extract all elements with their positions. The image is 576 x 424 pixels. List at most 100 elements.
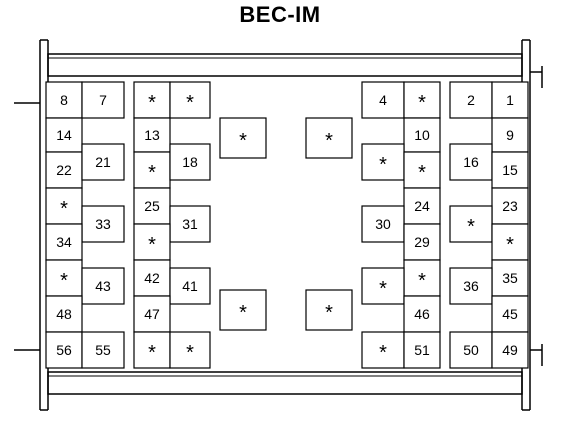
fuse-slot-star-label: * [418,92,426,114]
fuse-slot-16: 16 [449,143,493,181]
fuse-slot-box [133,187,171,225]
fuse-slot-45: 45 [491,295,529,333]
fuse-slot-box [169,331,211,369]
fuse-slot-50: 50 [449,331,493,369]
fuse-slot-box [81,267,125,305]
fuse-slot-9: 9 [491,117,529,153]
fuse-slot-box [305,289,353,331]
fuse-slot-box [133,151,171,189]
fuse-slot-box [403,117,441,153]
fuse-slot-number: 43 [95,278,111,294]
fuse-slot-unused: * [45,187,83,225]
fuse-slot-49: 49 [491,331,529,369]
fuse-slot-unused: * [361,267,405,305]
fuse-slot-box [133,223,171,261]
fuse-slot-star-label: * [148,234,156,256]
fuse-slot-star-label: * [379,154,387,176]
fuse-slot-number: 29 [414,234,430,250]
fuse-slot-25: 25 [133,187,171,225]
fuse-slot-number: 46 [414,306,430,322]
fuse-slot-star-label: * [186,342,194,364]
fuse-slot-number: 30 [375,216,391,232]
fuse-slot-46: 46 [403,295,441,333]
fuse-slot-box [133,331,171,369]
fuse-slot-box [81,331,125,369]
fuse-slot-unused: * [219,289,267,331]
fuse-slot-47: 47 [133,295,171,333]
fuse-slot-box [305,117,353,159]
fuse-slot-22: 22 [45,151,83,189]
fuse-slot-unused: * [403,259,441,297]
fuse-slot-8: 8 [45,81,83,119]
fuse-slot-box [403,331,441,369]
fuse-slot-box [491,295,529,333]
fuse-slot-star-label: * [186,92,194,114]
fuse-slot-2: 2 [449,81,493,119]
fuse-slot-number: 48 [56,306,72,322]
fuse-slot-box [449,267,493,305]
fuse-slot-number: 15 [502,162,518,178]
fuse-slot-51: 51 [403,331,441,369]
fuse-slot-number: 45 [502,306,518,322]
fuse-slot-box [45,117,83,153]
fuse-slot-star-label: * [60,198,68,220]
fuse-slot-43: 43 [81,267,125,305]
fuse-slot-unused: * [219,117,267,159]
fuse-slot-10: 10 [403,117,441,153]
fuse-slot-number: 10 [414,127,430,143]
fuse-slot-4: 4 [361,81,405,119]
fuse-slot-box [491,331,529,369]
fuse-slot-33: 33 [81,205,125,243]
fuse-slot-29: 29 [403,223,441,261]
fuse-slot-number: 8 [60,92,68,108]
fuse-slot-unused: * [133,331,171,369]
fuse-slot-box [219,117,267,159]
fuse-slot-number: 22 [56,162,72,178]
fuse-slot-box [449,205,493,243]
fuse-slot-24: 24 [403,187,441,225]
fuse-slot-number: 55 [95,342,111,358]
fuse-slot-unused: * [305,289,353,331]
fuse-slot-box [491,259,529,297]
fuse-slot-box [449,81,493,119]
fuse-slot-21: 21 [81,143,125,181]
fuse-slot-number: 18 [182,154,198,170]
fuse-slot-30: 30 [361,205,405,243]
fuse-slot-number: 56 [56,342,72,358]
fuse-slot-star-label: * [379,278,387,300]
fuse-slot-box [403,259,441,297]
fuse-slot-unused: * [305,117,353,159]
fuse-slot-unused: * [45,259,83,297]
fuse-slot-star-label: * [60,270,68,292]
fuse-slot-star-label: * [239,130,247,152]
fuse-slot-number: 51 [414,342,430,358]
fuse-slot-35: 35 [491,259,529,297]
fuse-slot-box [361,267,405,305]
fuse-slot-star-label: * [506,234,514,256]
fuse-slot-star-label: * [148,162,156,184]
fuse-slot-number: 41 [182,278,198,294]
fuse-slot-number: 31 [182,216,198,232]
fuse-slot-number: 4 [379,92,387,108]
fuse-slot-box [133,81,171,119]
fuse-slot-13: 13 [133,117,171,153]
fuse-slot-box [45,295,83,333]
fuse-slot-star-label: * [379,342,387,364]
fuse-slot-star-label: * [148,92,156,114]
fuse-slot-7: 7 [81,81,125,119]
diagram-title: BEC-IM [239,2,321,27]
fuse-slot-number: 35 [502,270,518,286]
fuse-slot-number: 47 [144,306,160,322]
fuse-slot-box [81,143,125,181]
fuse-slot-42: 42 [133,259,171,297]
fuse-slot-box [45,223,83,261]
fuse-slot-box [491,117,529,153]
fuse-slot-unused: * [403,151,441,189]
fuse-slot-number: 33 [95,216,111,232]
fuse-slot-box [45,331,83,369]
fuse-slot-box [449,331,493,369]
fuse-slot-star-label: * [325,130,333,152]
fuse-slot-box [361,205,405,243]
fuse-slot-55: 55 [81,331,125,369]
